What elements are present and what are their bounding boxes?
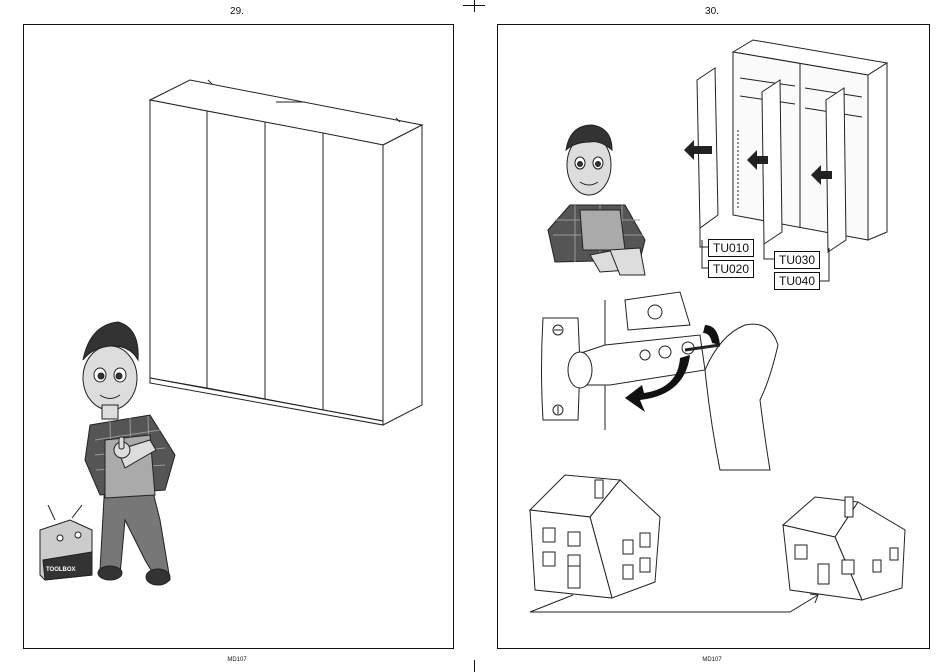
house-icon <box>0 0 950 672</box>
